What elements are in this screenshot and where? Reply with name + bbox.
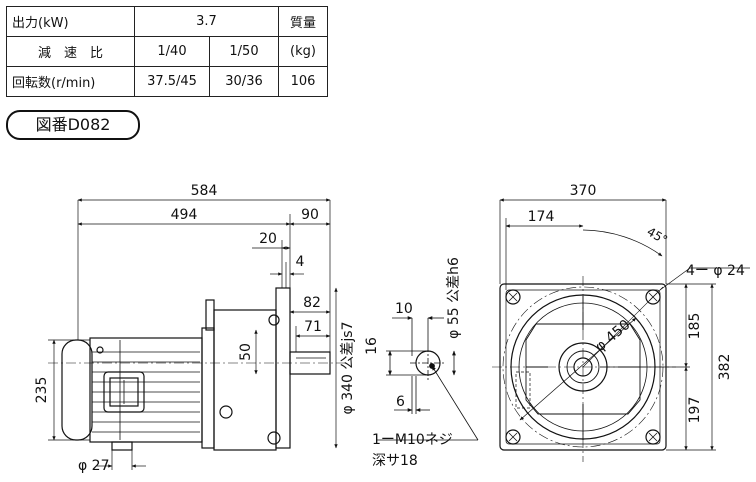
dim-4: 4 bbox=[296, 254, 305, 270]
dim-mount-holes: 4ー φ 24 bbox=[686, 263, 745, 279]
dim-pcd: φ 450 bbox=[592, 317, 633, 355]
dim-90: 90 bbox=[301, 207, 319, 223]
mount-hole-icon bbox=[505, 429, 521, 445]
tap-size: 1ーM10ネジ bbox=[372, 432, 453, 448]
output-label: 出力(kW) bbox=[6, 6, 135, 37]
dim-185: 185 bbox=[687, 313, 703, 340]
tap-depth: 深サ18 bbox=[372, 453, 418, 469]
ratio-label: 減 速 比 bbox=[6, 36, 135, 67]
speed-label: 回転数(r/min) bbox=[6, 66, 135, 97]
mount-hole-icon bbox=[505, 289, 521, 305]
dim-235: 235 bbox=[34, 377, 50, 404]
mount-hole-icon bbox=[645, 429, 661, 445]
dim-382: 382 bbox=[717, 354, 733, 381]
terminal-plate bbox=[109, 377, 139, 407]
mass-unit: (kg) bbox=[278, 36, 328, 67]
dim-shaft-dia: φ 55 公差h6 bbox=[446, 257, 462, 339]
drain-plug-icon bbox=[219, 405, 233, 419]
motor-body bbox=[89, 337, 203, 443]
dim-174: 174 bbox=[528, 209, 555, 225]
dim-71: 71 bbox=[304, 319, 322, 335]
dim-overall-length: 584 bbox=[191, 183, 218, 199]
side-dimensions bbox=[48, 198, 338, 470]
speed-a: 37.5/45 bbox=[134, 66, 210, 97]
drawing-number: 図番D082 bbox=[6, 110, 140, 140]
dim-370: 370 bbox=[570, 183, 597, 199]
lifting-bolt-icon bbox=[96, 346, 104, 354]
adapter-flange bbox=[201, 327, 215, 449]
terminal-box bbox=[103, 371, 145, 413]
gear-housing bbox=[213, 309, 277, 451]
bolt-head-icon bbox=[268, 314, 280, 326]
front-view bbox=[492, 276, 676, 462]
dim-16: 16 bbox=[364, 337, 380, 355]
spec-table: 出力(kW) 3.7 質量 減 速 比 1/40 1/50 (kg) 回転数(r… bbox=[6, 6, 328, 97]
dim-82: 82 bbox=[303, 295, 321, 311]
lifting-lug bbox=[205, 299, 215, 331]
speed-b: 30/36 bbox=[209, 66, 279, 97]
dim-20: 20 bbox=[259, 231, 277, 247]
bolt-head-icon bbox=[267, 431, 281, 445]
dim-10: 10 bbox=[395, 301, 413, 317]
output-flange bbox=[275, 287, 291, 449]
motor-endcap bbox=[61, 339, 93, 441]
dim-197: 197 bbox=[687, 397, 703, 424]
front-dimensions bbox=[499, 198, 750, 451]
dim-50: 50 bbox=[238, 343, 254, 361]
mass-value: 106 bbox=[278, 66, 328, 97]
shaft-detail bbox=[376, 316, 479, 441]
dim-494: 494 bbox=[171, 207, 198, 223]
conduit-stub bbox=[111, 441, 133, 451]
output-value: 3.7 bbox=[134, 6, 279, 37]
dim-flange-dia: φ 340 公差js7 bbox=[340, 322, 356, 415]
dim-dia-27: φ 27 bbox=[78, 458, 110, 474]
mount-hole-icon bbox=[645, 289, 661, 305]
dim-6: 6 bbox=[396, 394, 405, 410]
